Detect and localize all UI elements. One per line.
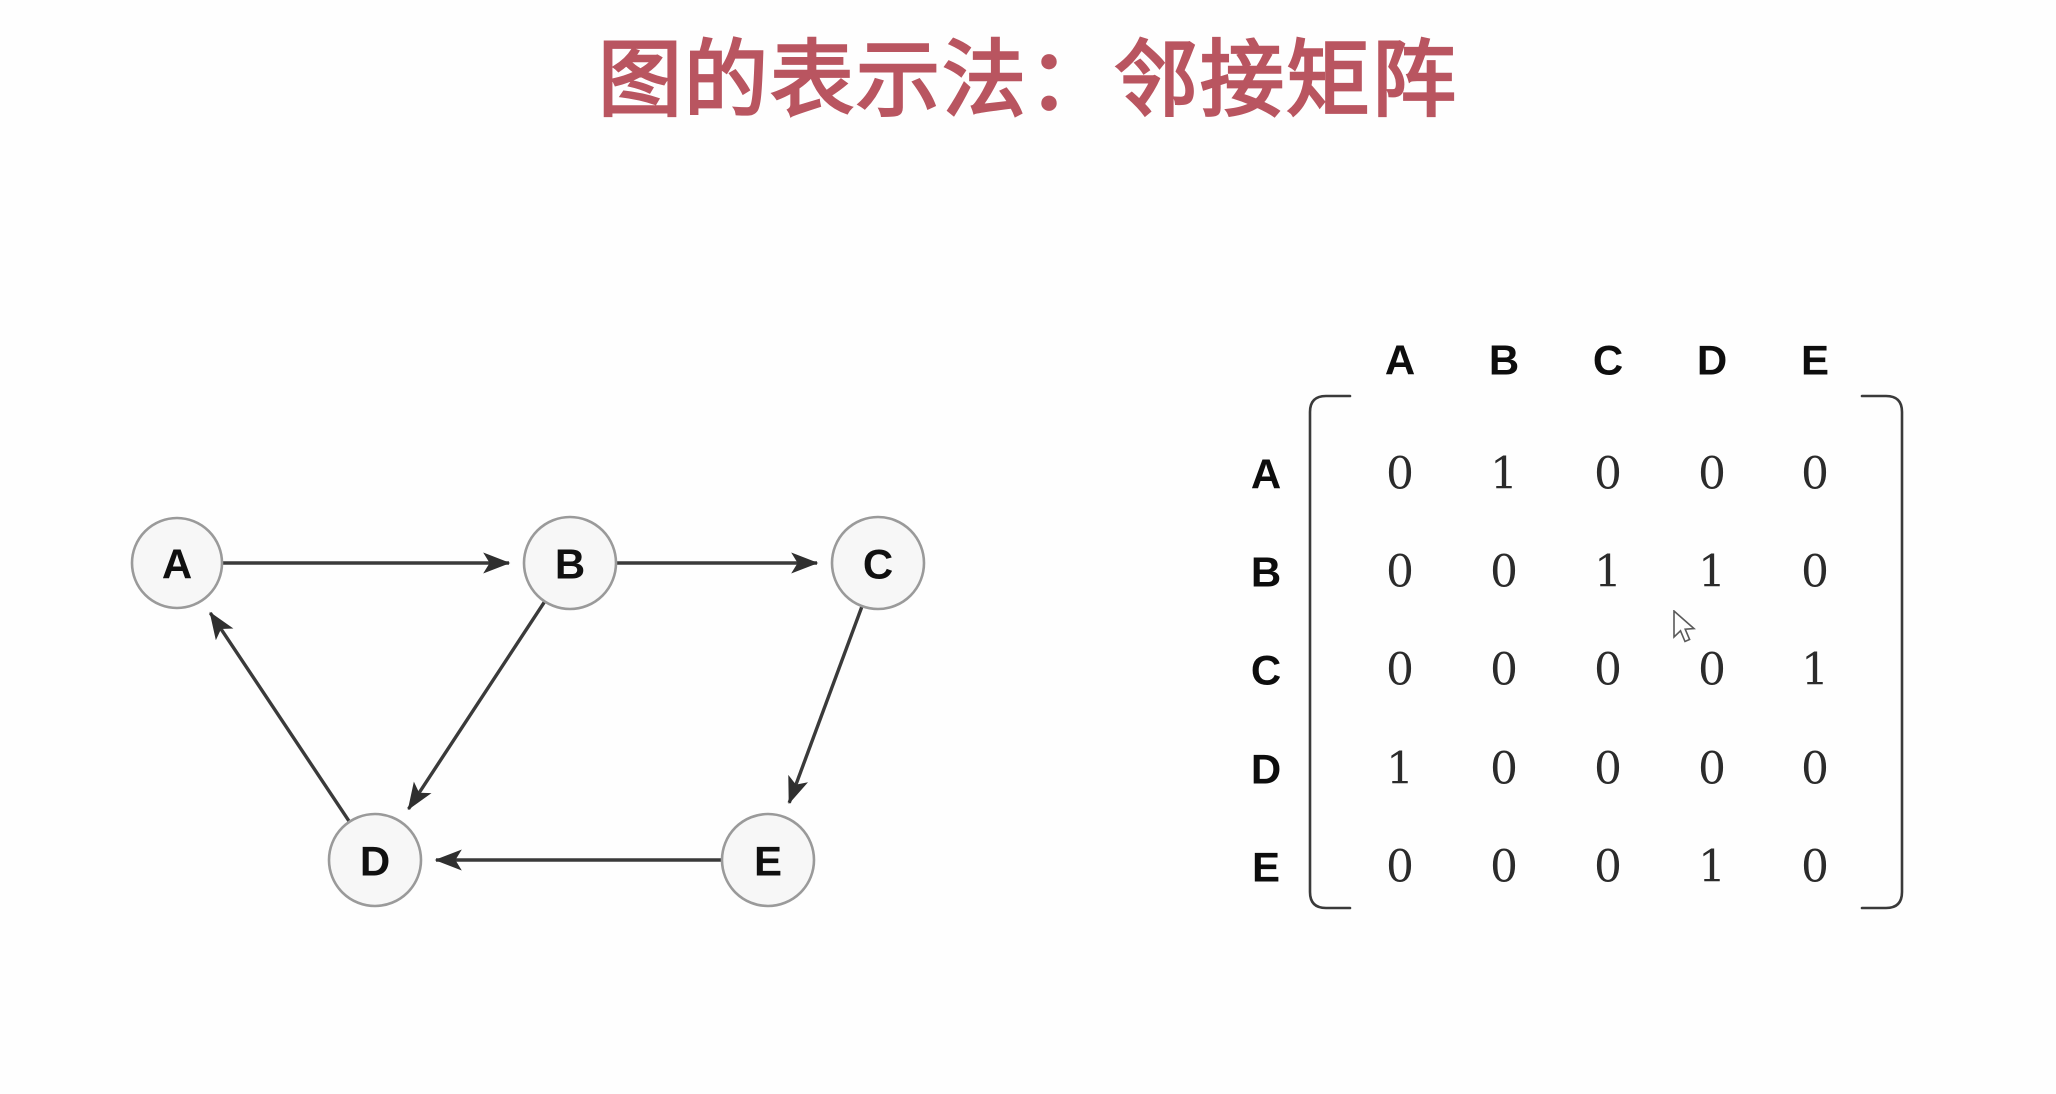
matrix-cell: 1 [1594, 547, 1622, 598]
matrix-cell: 0 [1594, 449, 1622, 500]
matrix-cell: 1 [1698, 842, 1726, 893]
matrix-column-header: B [1489, 337, 1519, 384]
node-circle [830, 515, 926, 611]
matrix-row-label: E [1252, 844, 1280, 891]
graph-node-c[interactable]: C [830, 515, 926, 611]
matrix-cell: 1 [1386, 744, 1414, 795]
node-layer: A B C D E [130, 515, 926, 908]
adjacency-matrix: A B C D E A B C D E 0 1 0 0 0 0 0 1 1 0 0 0 0 0 1 1 0 0 0 0 0 0 0 1 0 [1230, 330, 1930, 910]
node-circle [130, 516, 224, 610]
matrix-cell: 0 [1490, 645, 1518, 696]
graph-svg: A B C D E [130, 515, 926, 908]
matrix-cell: 0 [1594, 744, 1622, 795]
node-label: A [162, 541, 192, 588]
graph-node-a[interactable]: A [130, 516, 224, 610]
matrix-cell: 0 [1801, 547, 1829, 598]
edge-layer [208, 552, 864, 871]
matrix-brackets [1308, 394, 1904, 910]
matrix-cell: 0 [1490, 547, 1518, 598]
matrix-cell: 0 [1594, 645, 1622, 696]
matrix-cell: 0 [1801, 842, 1829, 893]
node-label: B [555, 541, 585, 588]
matrix-column-headers: A B C D E [1385, 337, 1829, 384]
graph-node-b[interactable]: B [522, 515, 618, 611]
matrix-row-label: C [1251, 647, 1281, 694]
node-label: C [863, 541, 893, 588]
node-label: D [360, 838, 390, 885]
matrix-left-bracket [1308, 394, 1352, 910]
matrix-cell: 1 [1490, 449, 1518, 500]
matrix-cell: 0 [1490, 744, 1518, 795]
page-title: 图的表示法：邻接矩阵 [597, 31, 1458, 129]
matrix-row-label: B [1251, 549, 1281, 596]
matrix-cell: 0 [1698, 449, 1726, 500]
matrix-cell: 0 [1386, 547, 1414, 598]
matrix-cell: 0 [1386, 449, 1414, 500]
matrix-column-header: E [1801, 337, 1829, 384]
matrix-right-bracket [1860, 394, 1904, 910]
matrix-row-label: D [1251, 746, 1281, 793]
graph-node-e[interactable]: E [720, 812, 816, 908]
graph-edge-d-a [208, 611, 351, 822]
matrix-cell: 0 [1386, 645, 1414, 696]
node-circle [327, 812, 423, 908]
graph-node-d[interactable]: D [327, 812, 423, 908]
matrix-column-header: A [1385, 337, 1415, 384]
matrix-cell: 0 [1386, 842, 1414, 893]
matrix-cell: 0 [1490, 842, 1518, 893]
node-label: E [754, 838, 782, 885]
matrix-cell: 0 [1801, 744, 1829, 795]
matrix-row-labels: A B C D E [1251, 451, 1281, 891]
matrix-cell: 1 [1698, 547, 1726, 598]
matrix-cell: 0 [1698, 645, 1726, 696]
matrix-row-label: A [1251, 451, 1281, 498]
matrix-column-header: C [1593, 337, 1623, 384]
matrix-cells: 0 1 0 0 0 0 0 1 1 0 0 0 0 0 1 1 0 0 0 0 0 0 0 1 0 [1386, 449, 1829, 893]
graph-edge-c-e [787, 606, 864, 805]
graph-diagram: A B C D E [130, 515, 926, 908]
matrix-cell: 0 [1594, 842, 1622, 893]
node-circle [522, 515, 618, 611]
graph-edge-b-d [407, 601, 546, 811]
matrix-svg: A B C D E A B C D E 0 1 0 0 0 0 0 1 1 0 0 0 0 0 1 1 0 0 0 0 0 0 0 1 0 [1251, 337, 1904, 910]
matrix-cell: 0 [1801, 449, 1829, 500]
node-circle [720, 812, 816, 908]
matrix-column-header: D [1697, 337, 1727, 384]
matrix-cell: 0 [1698, 744, 1726, 795]
matrix-cell: 1 [1801, 645, 1829, 696]
